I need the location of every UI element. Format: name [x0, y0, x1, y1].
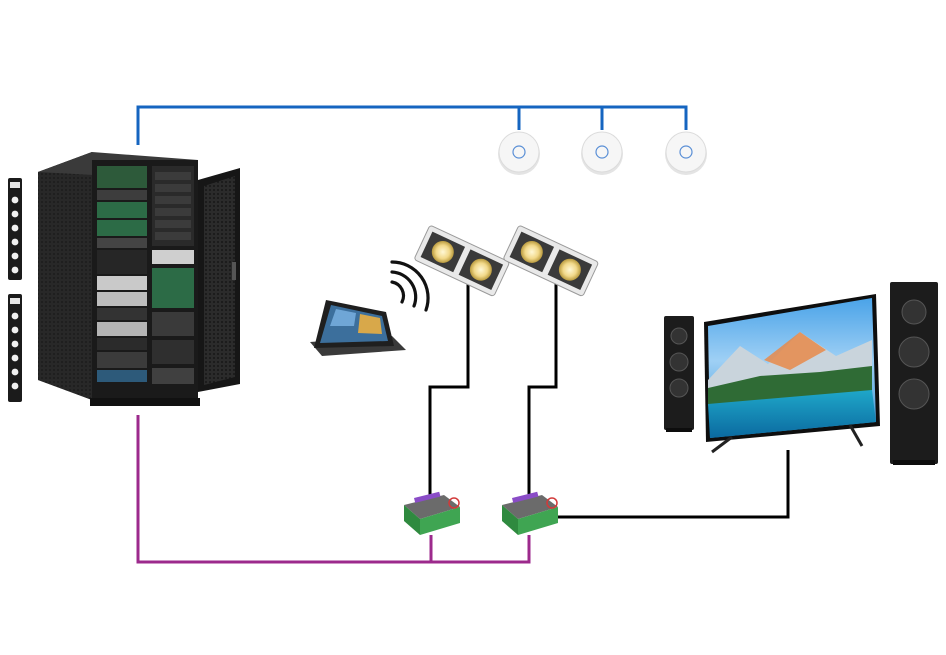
wiring-links — [428, 280, 790, 519]
wire-tv — [556, 450, 790, 519]
tv-icon — [704, 294, 880, 454]
wire-light-2 — [527, 280, 558, 498]
controller-module-icon — [404, 491, 558, 535]
access-point-icon — [498, 131, 707, 175]
speaker-icon — [664, 282, 938, 465]
network-links — [136, 105, 688, 145]
server-rack-icon — [38, 152, 240, 406]
network-trunk-line — [136, 105, 688, 145]
wifi-signal-icon — [390, 260, 430, 312]
bus-line — [136, 415, 531, 564]
wire-light-1 — [428, 280, 470, 498]
power-strip-icon — [8, 178, 22, 402]
downlight-icon — [414, 225, 599, 297]
bus-links — [136, 415, 531, 564]
touch-panel-icon — [310, 300, 406, 356]
